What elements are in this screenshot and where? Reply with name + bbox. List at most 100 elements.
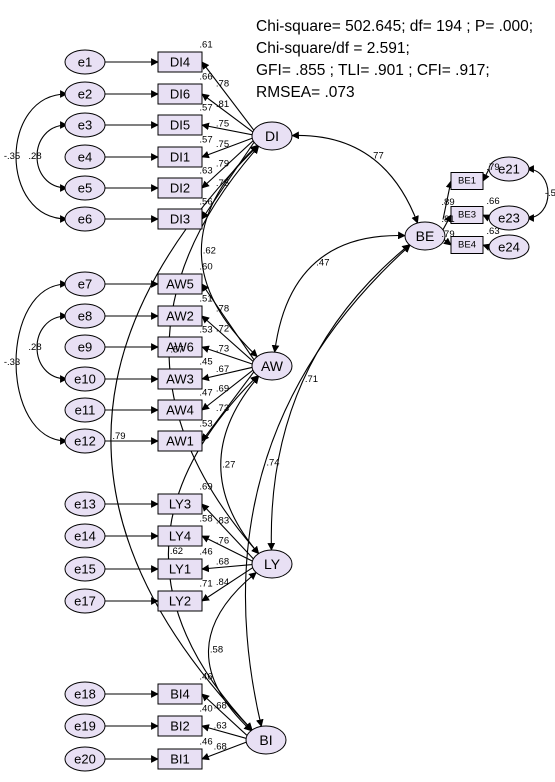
loading-value-BI4: .68 — [214, 700, 227, 711]
error-label-e21: e21 — [498, 162, 520, 177]
indicator-label-LY3: LY3 — [169, 497, 191, 512]
indicator-box-DI5 — [157, 114, 203, 136]
loading-path-BE1 — [442, 180, 454, 220]
latent-label-AW: AW — [261, 358, 284, 374]
error-label-e18: e18 — [74, 687, 96, 702]
error-label-e14: e14 — [74, 529, 96, 544]
r2-value-BI2: .40 — [199, 704, 212, 715]
factor-covariance-AW-LY — [220, 375, 260, 555]
latent-label-DI: DI — [265, 128, 279, 144]
error-node-e24 — [488, 234, 530, 260]
latent-label-LY: LY — [264, 556, 281, 572]
error-label-e19: e19 — [74, 719, 96, 734]
loading-value-DI6: .81 — [216, 99, 229, 110]
r2-value-DI3: .56 — [199, 197, 212, 208]
error-node-e12 — [64, 428, 106, 454]
indicator-box-AW6 — [157, 336, 203, 358]
factor-covariance-value-BI-BE: .74 — [266, 458, 279, 469]
factor-covariance-BI-BE — [244, 244, 411, 728]
indicator-box-BI2 — [157, 715, 203, 737]
indicator-box-AW2 — [157, 305, 203, 327]
error-node-e20 — [64, 746, 106, 772]
factor-covariance-value-DI-BE: .77 — [371, 150, 384, 161]
error-covariance-value-e8-e10: .28 — [28, 342, 41, 353]
loading-path-BI2 — [201, 724, 251, 740]
fit-line-gfi-tli-cfi: GFI= .855 ; TLI= .901 ; CFI= .917; — [256, 62, 490, 79]
r2-value-AW5: .60 — [199, 262, 212, 273]
error-node-e1 — [64, 49, 106, 75]
error-label-e3: e3 — [78, 118, 92, 133]
r2-value-AW6: .53 — [199, 325, 212, 336]
error-covariance-value-e2-e6: -.35 — [4, 151, 20, 162]
fit-statistics: Chi-square= 502.645; df= 194 ; P= .000; … — [256, 16, 533, 104]
loading-value-LY1: .68 — [216, 557, 229, 568]
error-label-e4: e4 — [78, 150, 92, 165]
indicator-label-BE1: BE1 — [458, 176, 476, 187]
factor-covariance-value-AW-BI: .62 — [170, 546, 183, 557]
error-node-e4 — [64, 144, 106, 170]
indicator-label-AW1: AW1 — [166, 434, 194, 449]
loading-value-BI2: .63 — [214, 721, 227, 732]
loading-value-BE1: .89 — [441, 197, 454, 208]
loading-path-BI4 — [201, 693, 251, 739]
indicator-label-DI6: DI6 — [170, 87, 190, 102]
loading-value-DI2: .79 — [216, 159, 229, 170]
loading-path-DI4 — [201, 61, 257, 134]
factor-covariance-value-DI-AW: .62 — [203, 246, 216, 257]
indicator-label-BI2: BI2 — [170, 719, 190, 734]
factor-covariance-value-LY-BI: .58 — [210, 645, 223, 656]
loading-value-AW6: .73 — [216, 343, 229, 354]
error-label-e17: e17 — [74, 594, 96, 609]
indicator-label-BI4: BI4 — [170, 687, 190, 702]
loading-value-DI5: .75 — [216, 119, 229, 130]
r2-value-BE1: .79 — [486, 162, 499, 173]
error-node-e7 — [64, 271, 106, 297]
error-covariance-e2-e6 — [15, 90, 68, 223]
indicator-label-BI1: BI1 — [170, 752, 190, 767]
r2-value-DI4: .61 — [199, 40, 212, 51]
error-node-e11 — [64, 397, 106, 423]
loading-value-AW1: .73 — [216, 403, 229, 414]
error-label-e10: e10 — [74, 372, 96, 387]
error-node-e15 — [64, 556, 106, 582]
loading-value-BE4: .79 — [441, 229, 454, 240]
error-label-e1: e1 — [78, 55, 92, 70]
error-node-e9 — [64, 334, 106, 360]
loading-value-LY2: .84 — [216, 577, 229, 588]
r2-value-AW1: .53 — [199, 419, 212, 430]
loading-path-DI5 — [201, 122, 257, 137]
error-node-e10 — [64, 366, 106, 392]
latent-node-BI — [245, 725, 287, 755]
indicator-box-DI4 — [157, 51, 203, 73]
error-label-e23: e23 — [498, 211, 520, 226]
indicator-label-AW4: AW4 — [166, 403, 194, 418]
indicator-label-BE3: BE3 — [458, 210, 476, 221]
r2-value-AW4: .47 — [199, 388, 212, 399]
latent-node-BE — [404, 221, 446, 251]
r2-value-BE4: .63 — [486, 226, 499, 237]
indicator-box-AW1 — [157, 430, 203, 452]
factor-covariance-value-LY-BE: .71 — [305, 374, 318, 385]
loading-value-DI1: .75 — [216, 139, 229, 150]
indicator-label-DI2: DI2 — [170, 181, 190, 196]
indicator-box-BI4 — [157, 683, 203, 705]
error-node-e23 — [488, 205, 530, 231]
factor-covariance-LY-BI — [208, 572, 257, 732]
error-covariance-e8-e10 — [36, 312, 68, 383]
loading-value-LY3: .83 — [216, 515, 229, 526]
r2-value-AW3: .45 — [199, 357, 212, 368]
latent-node-DI — [251, 121, 293, 151]
indicator-box-LY2 — [157, 590, 203, 612]
fit-line-chi-square: Chi-square= 502.645; df= 194 ; P= .000; — [256, 18, 534, 35]
error-path-e23 — [482, 214, 491, 222]
indicator-box-DI6 — [157, 83, 203, 105]
error-label-e5: e5 — [78, 181, 92, 196]
loading-path-DI1 — [201, 136, 257, 159]
indicator-label-AW3: AW3 — [166, 372, 194, 387]
factor-covariance-AW-BE — [271, 231, 406, 353]
indicator-box-AW5 — [157, 273, 203, 295]
error-node-e18 — [64, 681, 106, 707]
error-node-e17 — [64, 588, 106, 614]
indicator-box-AW3 — [157, 368, 203, 390]
